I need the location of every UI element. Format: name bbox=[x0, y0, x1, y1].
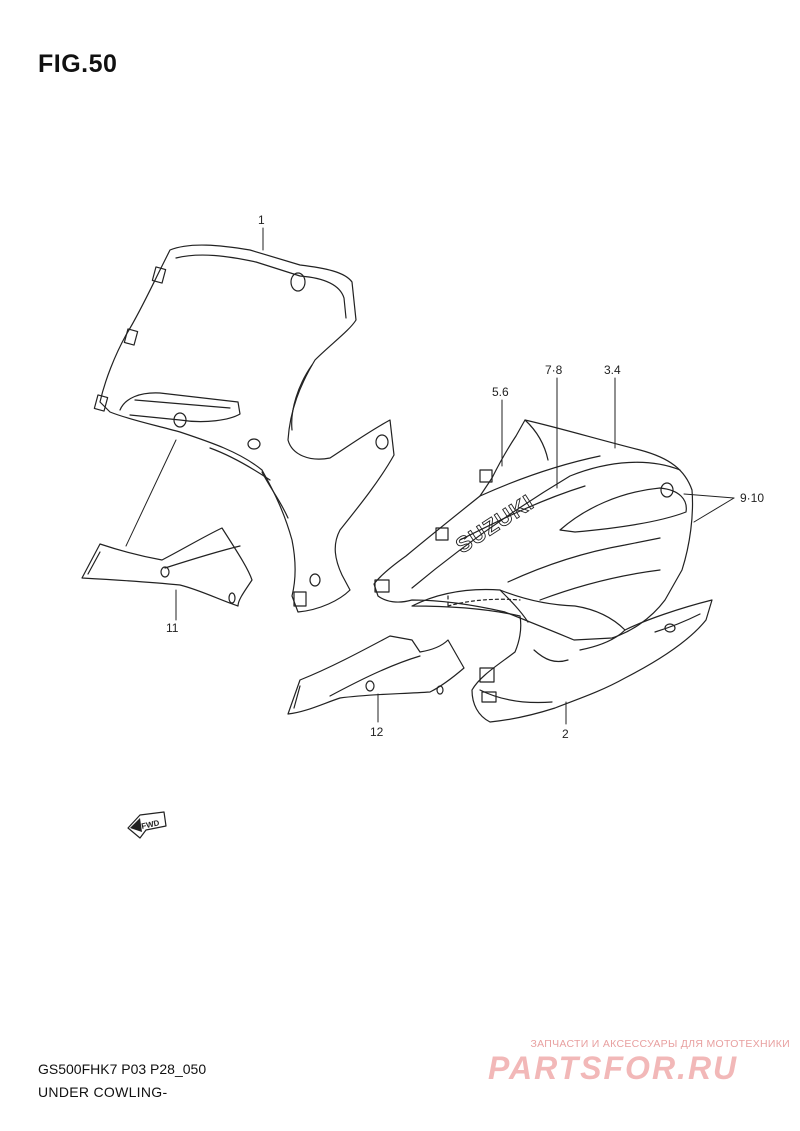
callout-11: 11 bbox=[166, 621, 179, 635]
callout-7-8: 7·8 bbox=[545, 363, 563, 377]
callout-5-6: 5.6 bbox=[492, 385, 509, 399]
leader-9-10-b bbox=[693, 497, 735, 523]
callout-12: 12 bbox=[370, 725, 384, 739]
callout-1: 1 bbox=[258, 213, 265, 227]
decal-text: SUZUKI bbox=[451, 489, 538, 558]
leader-11-a bbox=[125, 439, 177, 547]
callout-2: 2 bbox=[562, 727, 569, 741]
part-11-inner-panel bbox=[81, 527, 253, 607]
callout-3-4: 3.4 bbox=[604, 363, 621, 377]
part-1-inner-cowling bbox=[93, 244, 395, 613]
fwd-label: FWD bbox=[141, 818, 161, 831]
part-3-4-side-cowling bbox=[373, 419, 694, 641]
diagram-name: UNDER COWLING- bbox=[38, 1084, 168, 1100]
part-2-lower-cowling bbox=[411, 588, 713, 723]
part-12-lower-panel bbox=[287, 635, 465, 715]
leader-lines bbox=[125, 227, 735, 725]
watermark-logo: PARTSFOR.RU bbox=[488, 1050, 739, 1086]
figure-title: FIG.50 bbox=[38, 50, 118, 78]
watermark-tagline: ЗАПЧАСТИ И АКСЕССУАРЫ ДЛЯ МОТОТЕХНИКИ bbox=[530, 1038, 790, 1050]
diagram-code: GS500FHK7 P03 P28_050 bbox=[38, 1061, 207, 1077]
callout-9-10: 9·10 bbox=[740, 491, 764, 505]
fwd-arrow-icon: FWD bbox=[127, 811, 167, 839]
leader-9-10-a bbox=[683, 493, 735, 499]
